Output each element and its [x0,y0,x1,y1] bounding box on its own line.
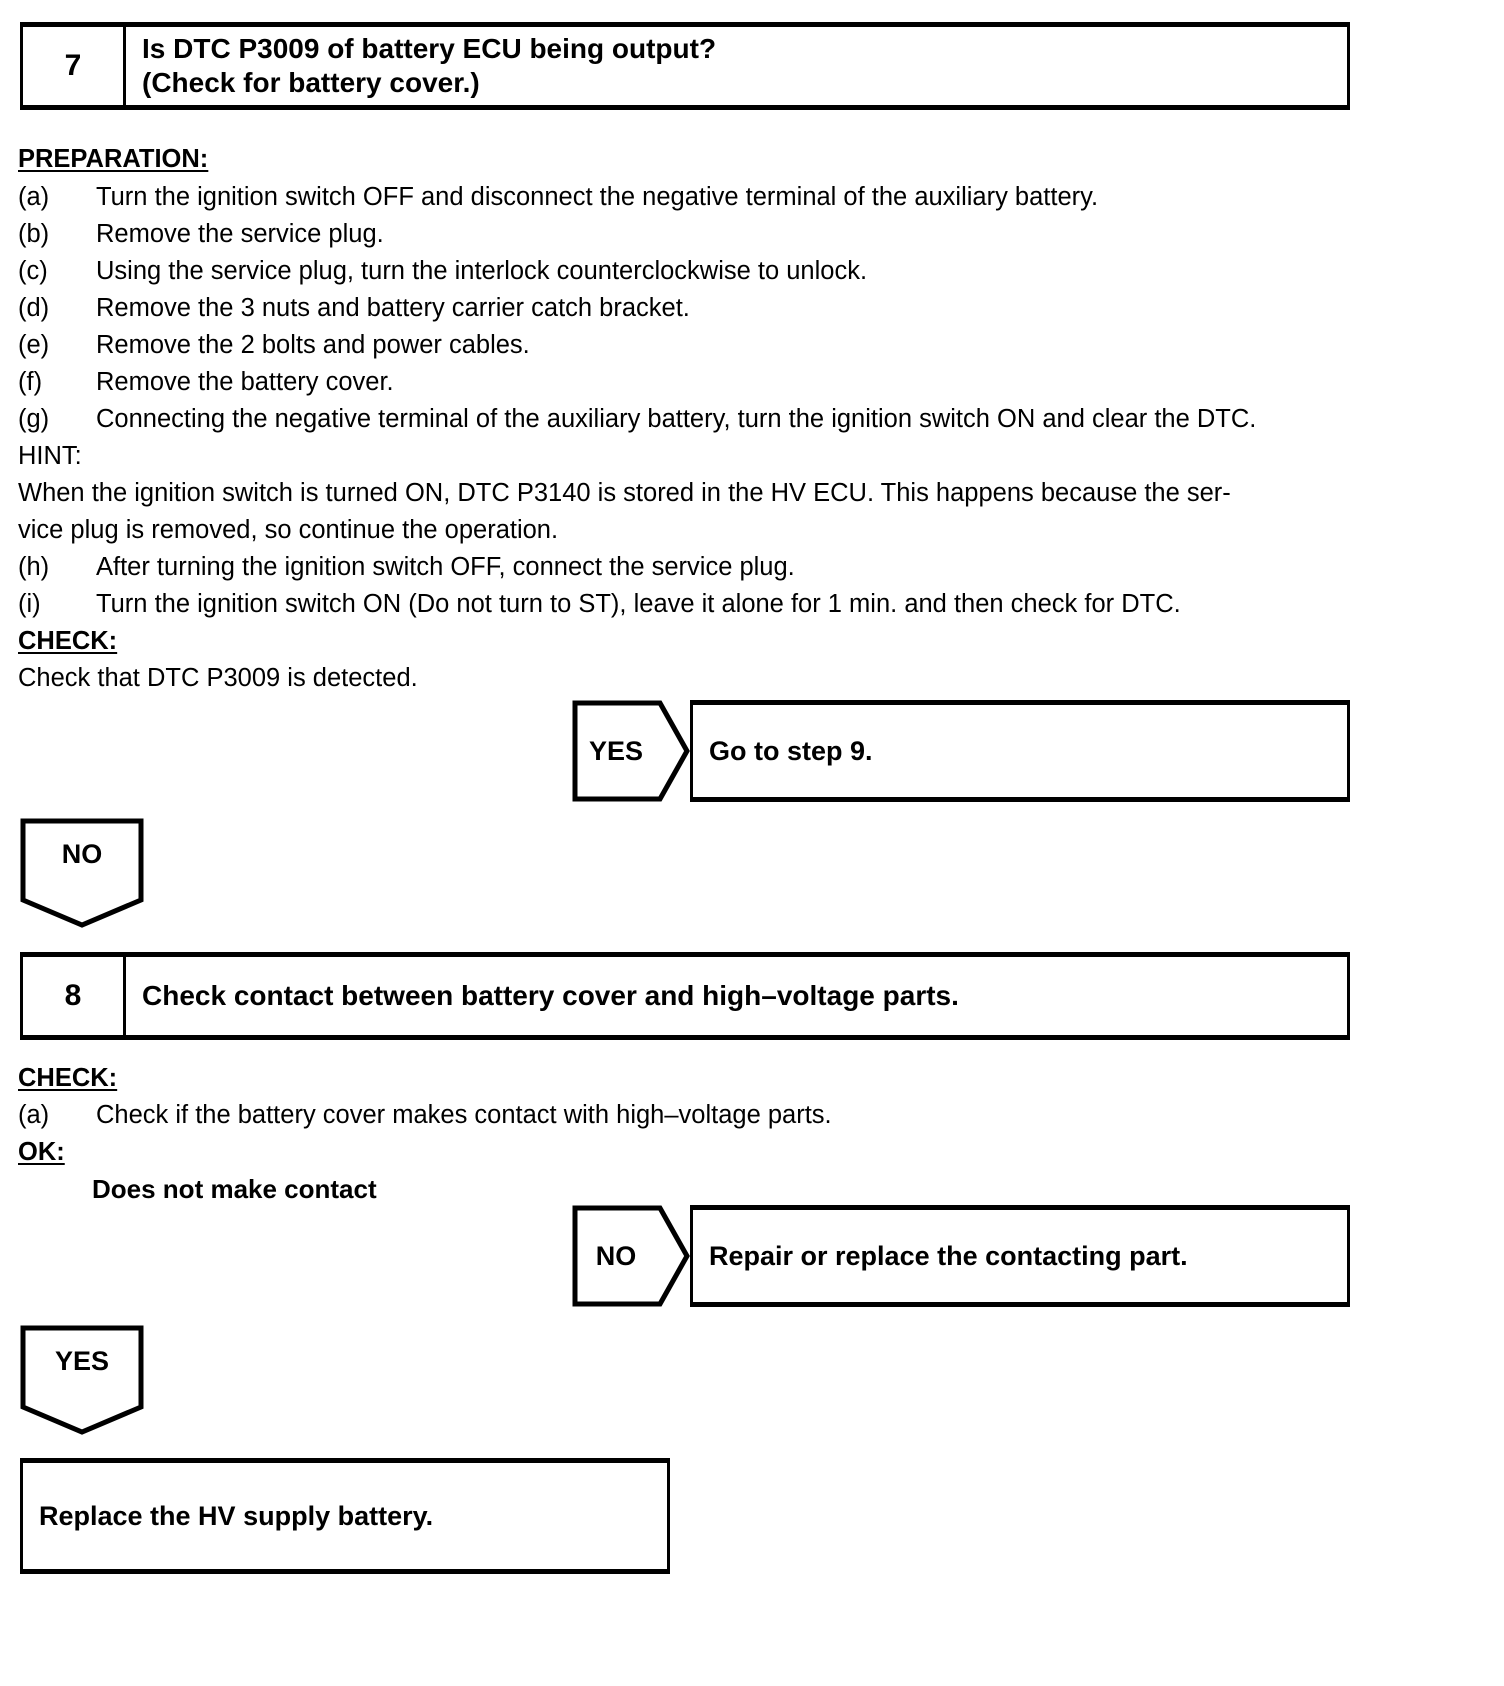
prep-item-f-label: (f) [18,368,43,396]
prep-item-e-label: (e) [18,331,50,359]
step-8-yes-arrow: YES [20,1325,144,1435]
prep-item-i: (i) Turn the ignition switch ON (Do not t… [18,586,1181,623]
step-7-header-box: 7 Is DTC P3009 of battery ECU being outp… [20,22,1350,110]
step-8-check-item-text: Check if the battery cover makes contact… [96,1101,832,1129]
preparation-heading: PREPARATION: [18,145,209,173]
step-8-title: Check contact between battery cover and … [126,957,1347,1035]
prep-item-d: (d) Remove the 3 nuts and battery carrier… [18,290,690,327]
step-8-no-arrow: NO [572,1205,690,1307]
step-7-check-text: Check that DTC P3009 is detected. [18,664,418,692]
step-7-no-arrow: NO [20,818,144,928]
prep-item-g-text: Connecting the negative terminal of the … [96,405,1257,433]
step-7-title-line-2: (Check for battery cover.) [142,67,480,98]
prep-item-g-label: (g) [18,405,50,433]
prep-item-e: (e) Remove the 2 bolts and power cables. [18,327,530,364]
prep-item-d-label: (d) [18,294,50,322]
step-7-check-heading: CHECK: [18,627,118,655]
prep-item-g: (g) Connecting the negative terminal of t… [18,401,1256,438]
prep-item-a-text: Turn the ignition switch OFF and disconn… [96,183,1099,211]
prep-item-h-label: (h) [18,553,50,581]
prep-item-c: (c) Using the service plug, turn the inte… [18,253,867,290]
prep-item-b-label: (b) [18,220,50,248]
step-8-title-line-1: Check contact between battery cover and … [142,979,959,1011]
hint-heading: HINT: [18,442,82,470]
hint-line-2: vice plug is removed, so continue the op… [18,516,559,544]
prep-item-f: (f) Remove the battery cover. [18,364,394,401]
step-8-header-box: 8 Check contact between battery cover an… [20,952,1350,1040]
step-8-no-result-text: Repair or replace the contacting part. [709,1240,1188,1271]
step-8-no-result-box: Repair or replace the contacting part. [690,1205,1350,1307]
step-8-ok-text: Does not make contact [92,1174,377,1204]
hint-line-1: When the ignition switch is turned ON, D… [18,479,1231,507]
prep-item-h-text: After turning the ignition switch OFF, c… [96,553,795,581]
step-8-number: 8 [23,957,126,1035]
prep-item-b-text: Remove the service plug. [96,220,384,248]
prep-item-i-text: Turn the ignition switch ON (Do not turn… [96,590,1181,618]
prep-item-e-text: Remove the 2 bolts and power cables. [96,331,530,359]
step-7-yes-result-box: Go to step 9. [690,700,1350,802]
prep-item-c-label: (c) [18,257,48,285]
step-7-yes-result-text: Go to step 9. [709,735,873,766]
prep-item-a-label: (a) [18,183,50,211]
prep-item-b: (b) Remove the service plug. [18,216,384,253]
step-7-number: 7 [23,27,126,105]
prep-item-h: (h) After turning the ignition switch OFF… [18,549,795,586]
prep-item-i-label: (i) [18,590,41,618]
prep-item-d-text: Remove the 3 nuts and battery carrier ca… [96,294,690,322]
step-7-title-line-1: Is DTC P3009 of battery ECU being output… [142,32,717,64]
step-8-check-item-label: (a) [18,1101,50,1129]
final-result-text: Replace the HV supply battery. [39,1500,434,1531]
prep-item-f-text: Remove the battery cover. [96,368,394,396]
step-7-title: Is DTC P3009 of battery ECU being output… [126,27,1347,105]
step-8-check-heading: CHECK: [18,1064,118,1092]
prep-item-a: (a) Turn the ignition switch OFF and disc… [18,179,1098,216]
prep-item-c-text: Using the service plug, turn the interlo… [96,257,868,285]
step-8-ok-heading: OK: [18,1138,65,1166]
final-result-box: Replace the HV supply battery. [20,1458,670,1574]
step-8-check-item: (a) Check if the battery cover makes cont… [18,1097,832,1134]
step-7-yes-arrow: YES [572,700,690,802]
